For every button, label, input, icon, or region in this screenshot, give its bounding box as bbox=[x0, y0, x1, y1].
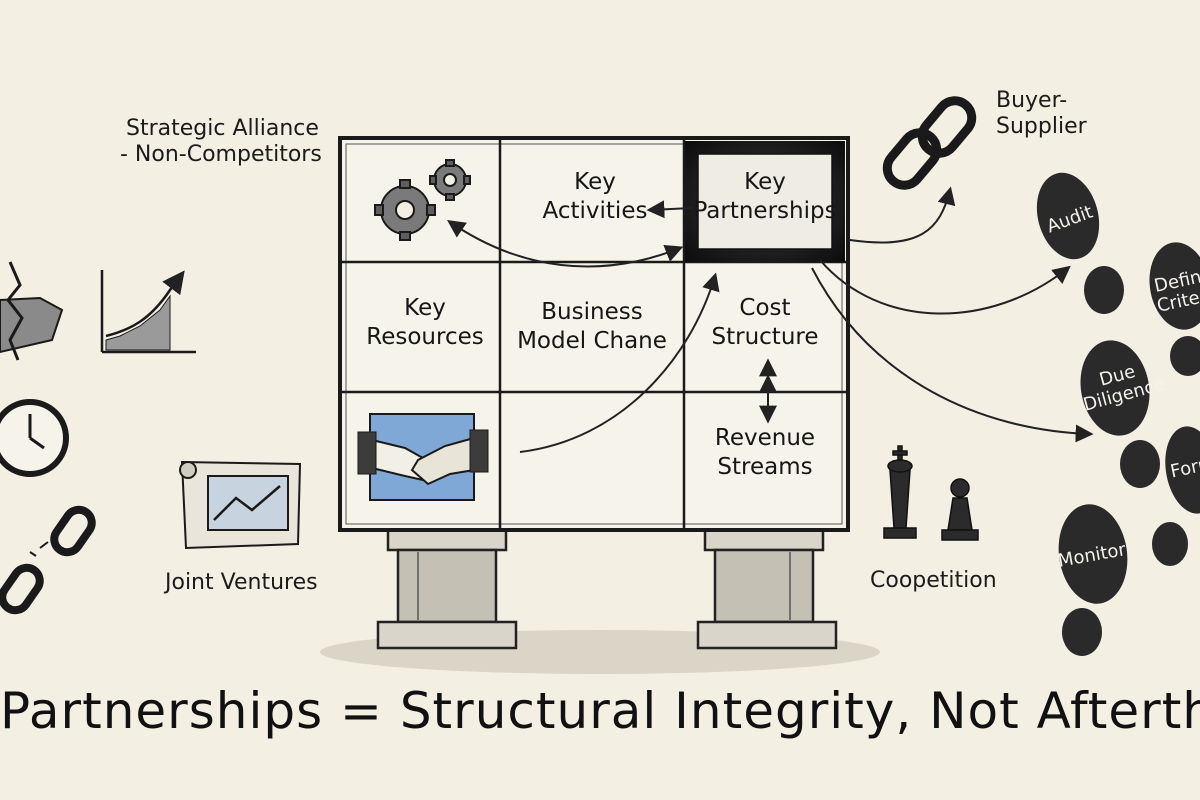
chess-pawn-icon bbox=[941, 478, 979, 541]
cell-cost-structure-label: Cost Structure bbox=[711, 295, 819, 350]
chess-king-icon bbox=[883, 445, 917, 539]
right-pillar bbox=[696, 526, 838, 650]
blueprint-chart-icon bbox=[179, 460, 302, 550]
outward-arrows bbox=[811, 186, 1094, 443]
canvas-arrows bbox=[447, 200, 777, 453]
handshake-icon bbox=[357, 413, 489, 501]
joint-ventures-label: Joint Ventures bbox=[165, 570, 318, 595]
strategic-alliance-label: Strategic Alliance - Non-Competitors bbox=[120, 116, 322, 168]
cell-key-activities-label: Key Activities bbox=[542, 169, 648, 224]
clock-icon bbox=[0, 399, 69, 477]
footprint-icon-monitor bbox=[1058, 504, 1128, 656]
broken-chain-icon bbox=[0, 505, 96, 615]
footprint-icon-define bbox=[1149, 242, 1200, 376]
growth-chart-icon bbox=[100, 270, 196, 354]
gears-icon bbox=[374, 159, 471, 241]
cell-key-resources-label: Key Resources bbox=[366, 295, 484, 350]
cell-key-partnerships-label: Key Partnerships bbox=[693, 169, 837, 224]
coopetition-label: Coopetition bbox=[870, 568, 997, 593]
headline: Partnerships = Structural Integrity, Not… bbox=[0, 682, 1200, 740]
cell-revenue-streams-label: Revenue Streams bbox=[714, 425, 816, 480]
footprint-icon-diligence bbox=[1080, 340, 1160, 488]
cracked-wall-icon bbox=[0, 261, 64, 361]
cell-business-model-label: Business Model Chane bbox=[517, 299, 667, 354]
buyer-supplier-label: Buyer- Supplier bbox=[996, 88, 1087, 140]
chain-link-icon bbox=[882, 96, 977, 190]
left-pillar bbox=[376, 526, 518, 650]
footprint-icon-form bbox=[1152, 426, 1200, 566]
footprint-icon-audit bbox=[1036, 172, 1124, 314]
